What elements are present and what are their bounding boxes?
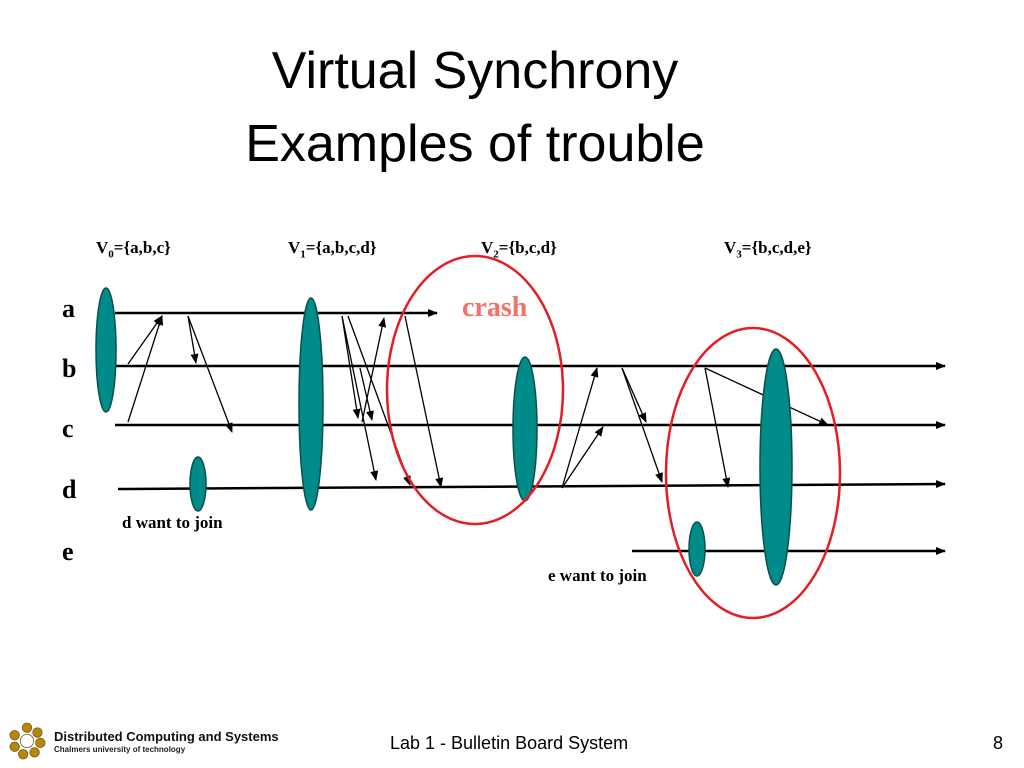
view-label-v3: V3={b,c,d,e} — [724, 238, 812, 261]
process-label-a: a — [62, 294, 75, 323]
d-join-note: d want to join — [122, 513, 223, 532]
message-arrow — [704, 367, 731, 488]
logo-name: Distributed Computing and Systems — [54, 729, 279, 744]
message-arrow — [561, 426, 604, 489]
chalmers-logo-icon — [9, 722, 46, 760]
view-label-v1: V1={a,b,c,d} — [288, 238, 377, 261]
view-change-ellipse-v0 — [95, 287, 117, 413]
process-label-d: d — [62, 475, 77, 504]
footer-center-text: Lab 1 - Bulletin Board System — [390, 733, 629, 753]
message-arrow — [341, 315, 361, 419]
view-change-ellipse-v3 — [759, 348, 793, 586]
message-arrow — [127, 315, 164, 423]
message-arrow — [621, 367, 663, 483]
page-number: 8 — [993, 733, 1004, 753]
process-label-c: c — [62, 414, 74, 443]
trouble-circle-crash — [385, 254, 565, 526]
message-arrow — [621, 367, 647, 423]
e-join-note: e want to join — [548, 566, 647, 585]
view-change-ellipse-v1 — [298, 297, 324, 511]
process-label-e: e — [62, 537, 74, 566]
message-arrow — [187, 315, 199, 364]
join-request-ellipse-e — [688, 521, 706, 577]
view-label-v0: V0={a,b,c} — [96, 238, 171, 261]
message-arrow — [561, 367, 599, 489]
join-request-ellipse-d — [189, 456, 207, 512]
message-arrow — [404, 315, 444, 488]
process-label-b: b — [62, 354, 77, 383]
message-arrow — [341, 315, 379, 481]
slide-title-line1: Virtual Synchrony — [271, 42, 679, 100]
slide-title-line2: Examples of trouble — [245, 115, 705, 173]
trouble-circle-join — [664, 326, 842, 620]
message-arrow — [127, 315, 163, 365]
logo-subtitle: Chalmers university of technology — [54, 745, 186, 754]
view-change-ellipse-v2 — [512, 356, 538, 502]
message-arrow — [187, 315, 233, 433]
message-arrow — [361, 317, 387, 423]
message-arrow — [359, 367, 374, 421]
crash-label: crash — [462, 292, 528, 323]
view-label-v2: V2={b,c,d} — [481, 238, 557, 261]
